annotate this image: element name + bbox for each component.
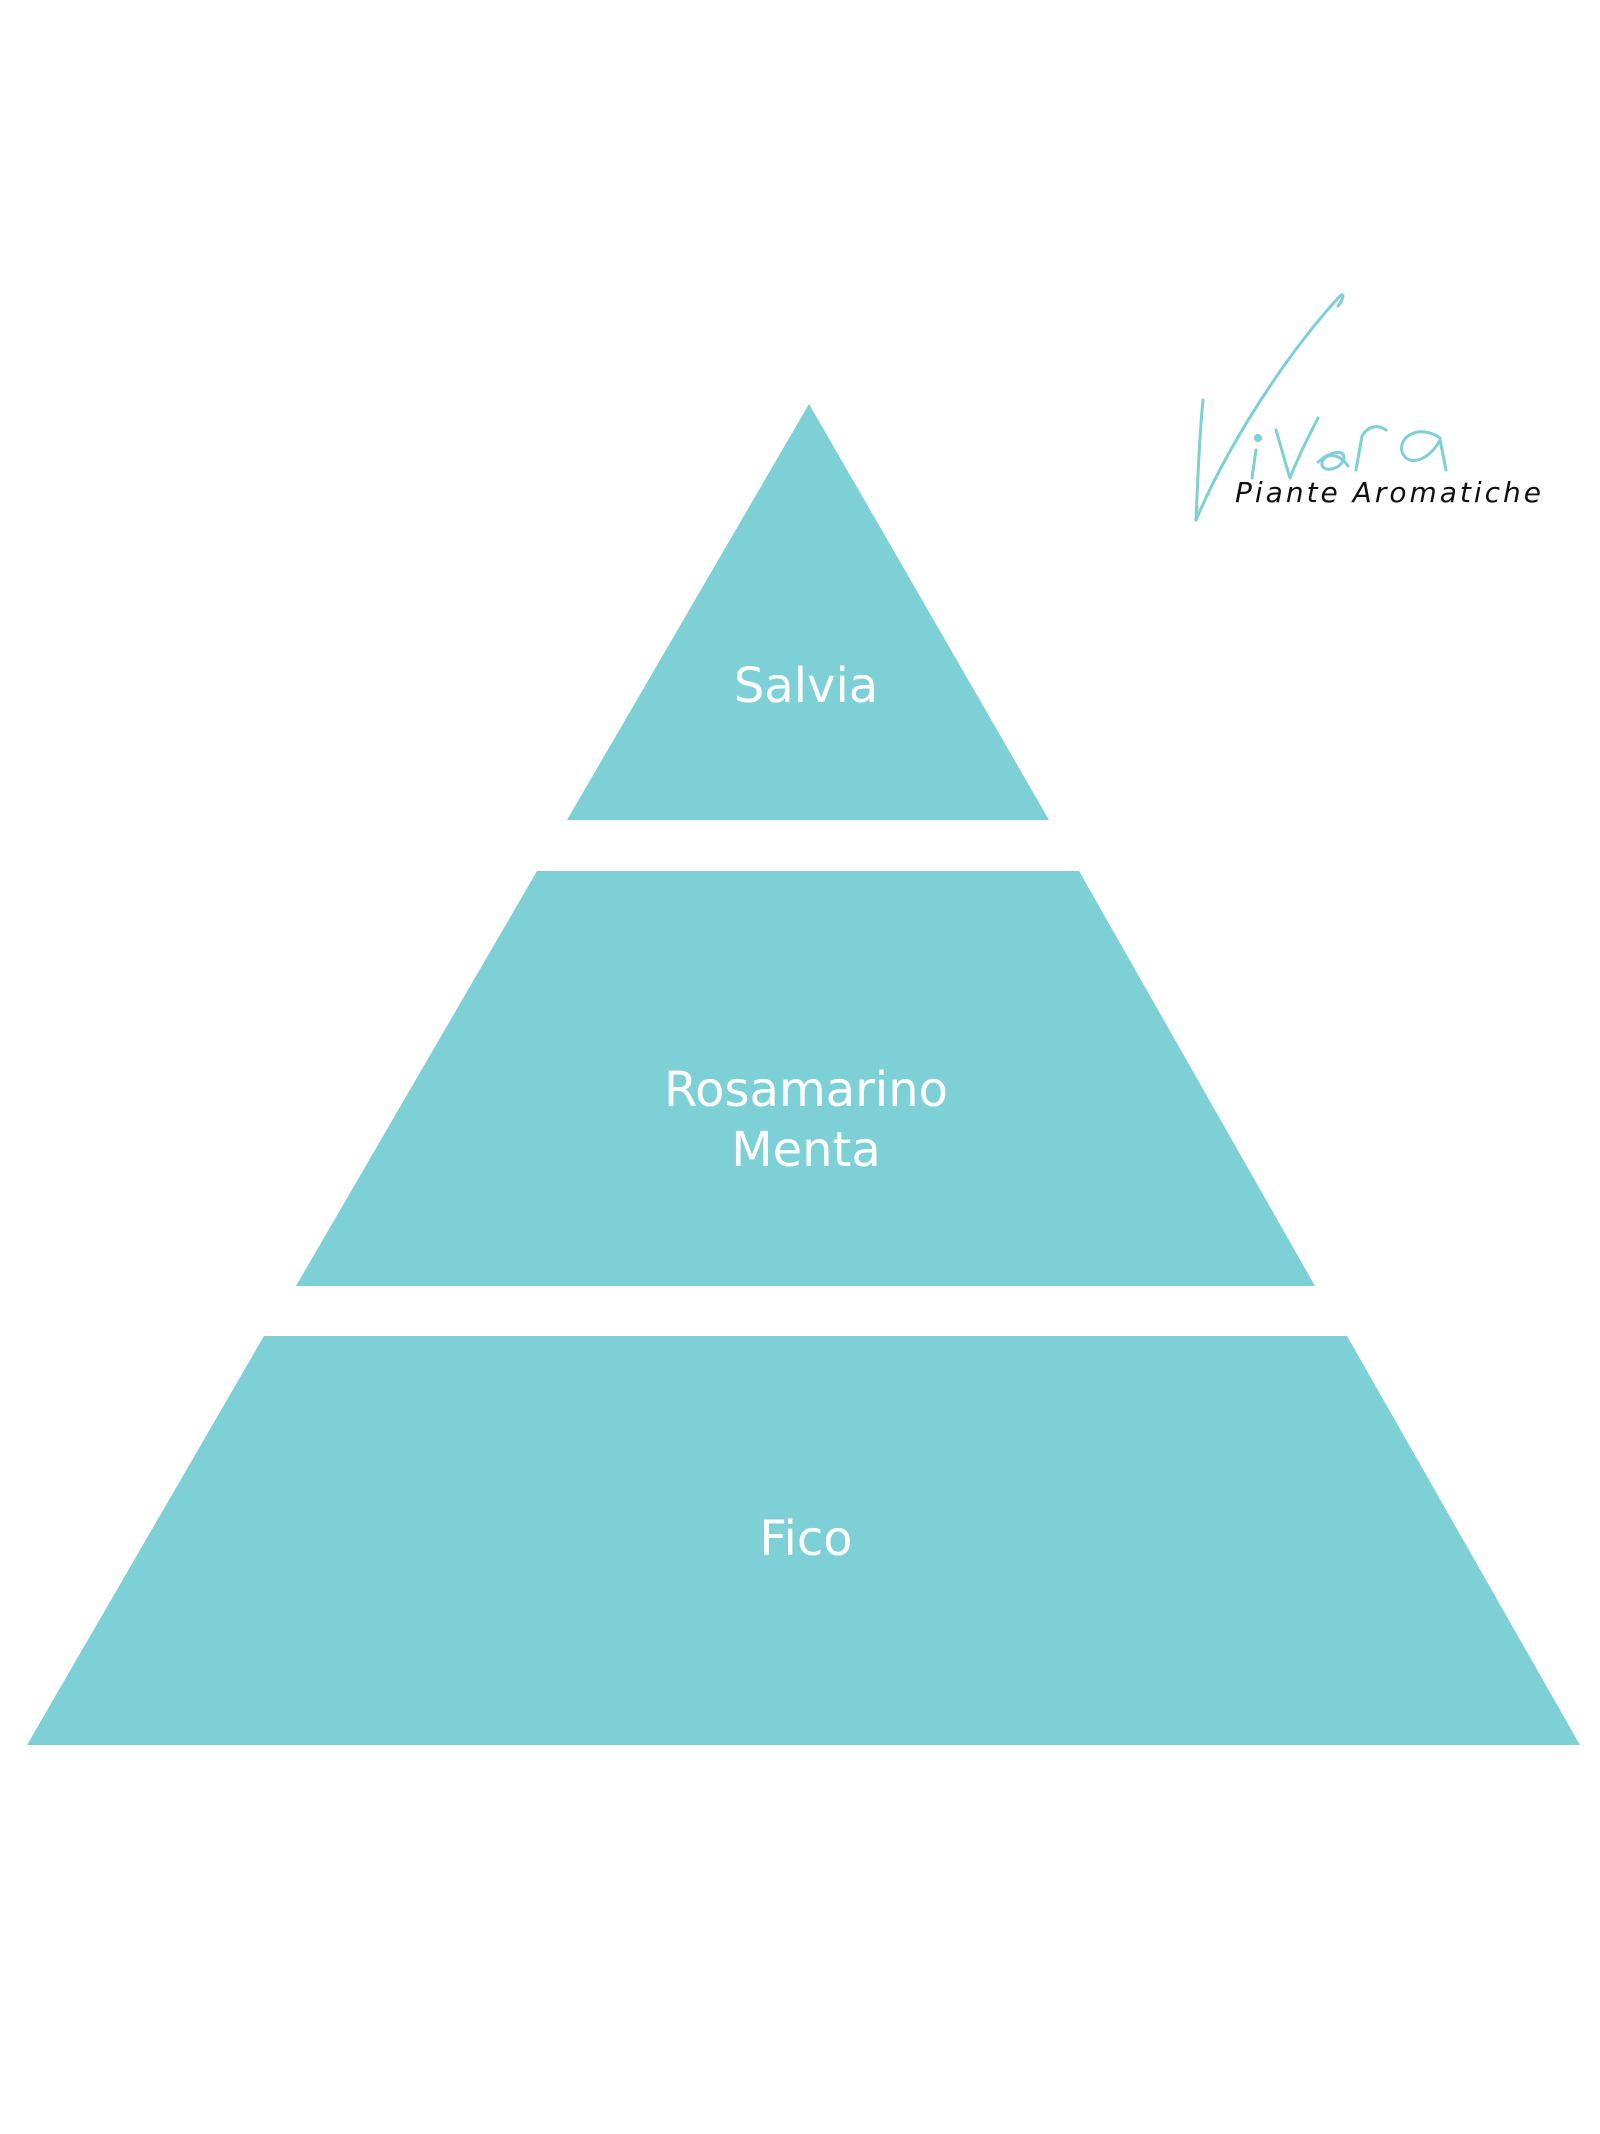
- tier-label-rosamarino: Rosamarino: [664, 1062, 948, 1118]
- vivera-logo: Piante Aromatiche: [1194, 293, 1544, 522]
- pyramid-tier-middle: [296, 871, 1315, 1286]
- logo-tagline: Piante Aromatiche: [1235, 476, 1544, 509]
- pyramid-tier-bottom: [27, 1336, 1580, 1745]
- logo-wordmark-vivera: [1194, 293, 1448, 522]
- tier-label-fico: Fico: [759, 1511, 852, 1567]
- tier-label-menta: Menta: [731, 1122, 881, 1178]
- tier-label-salvia: Salvia: [734, 658, 878, 714]
- pyramid-tier-top: [567, 404, 1049, 820]
